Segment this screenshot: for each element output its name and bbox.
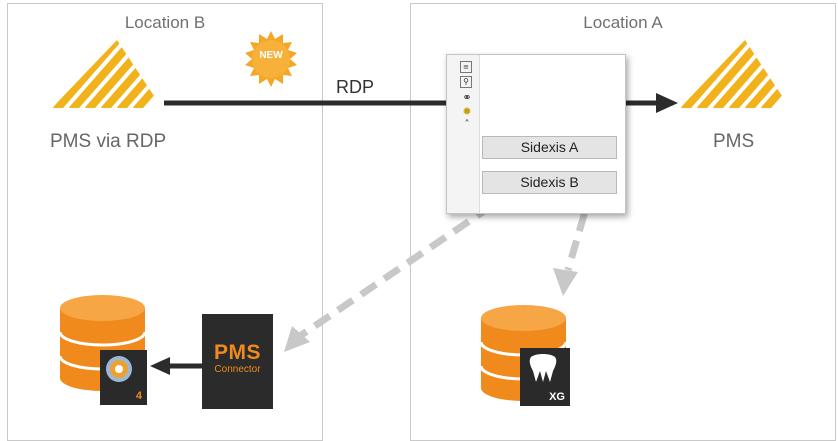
sidexis-4-badge-text: 4 [135, 390, 142, 402]
location-a-title: Location A [583, 13, 663, 32]
pms-via-rdp-label: PMS via RDP [50, 131, 167, 152]
new-badge-text: NEW [259, 50, 283, 61]
new-starburst-icon: NEW [242, 30, 300, 88]
sidexis-popup: ≡ ⚲ ⚭ ✹ ˄ Sidexis A Sidexis B [446, 54, 626, 214]
popup-toolbar: ≡ ⚲ ⚭ ✹ ˄ [447, 55, 480, 213]
pms-connector-box: PMS Connector [202, 314, 273, 409]
dashed-arrow-to-connector [284, 187, 517, 352]
pms-stripes-icon [52, 40, 162, 108]
pms-label: PMS [713, 131, 755, 152]
dashed-arrow-to-xg-database [553, 159, 604, 296]
connector-subtitle: Connector [214, 364, 261, 375]
connector-title: PMS [213, 341, 261, 364]
rdp-label: RDP [336, 77, 375, 97]
chevron-up-icon[interactable]: ˄ [464, 119, 470, 130]
settings-icon[interactable]: ✹ [462, 105, 472, 118]
document-icon[interactable]: ≡ [460, 61, 472, 73]
sidexis-a-item[interactable]: Sidexis A [482, 136, 617, 159]
location-b-title: Location B [124, 13, 206, 32]
sidexis-4-icon: 4 [100, 350, 147, 405]
xg-badge-text: XG [549, 391, 565, 403]
pms-stripes-icon [680, 40, 790, 108]
tooth-icon: XG [520, 348, 570, 406]
connector-to-database-arrow [150, 357, 202, 375]
pms-arrow [626, 93, 678, 113]
binoculars-icon[interactable]: ⚭ [462, 91, 472, 104]
search-icon[interactable]: ⚲ [460, 76, 472, 88]
sidexis-b-item[interactable]: Sidexis B [482, 171, 617, 194]
